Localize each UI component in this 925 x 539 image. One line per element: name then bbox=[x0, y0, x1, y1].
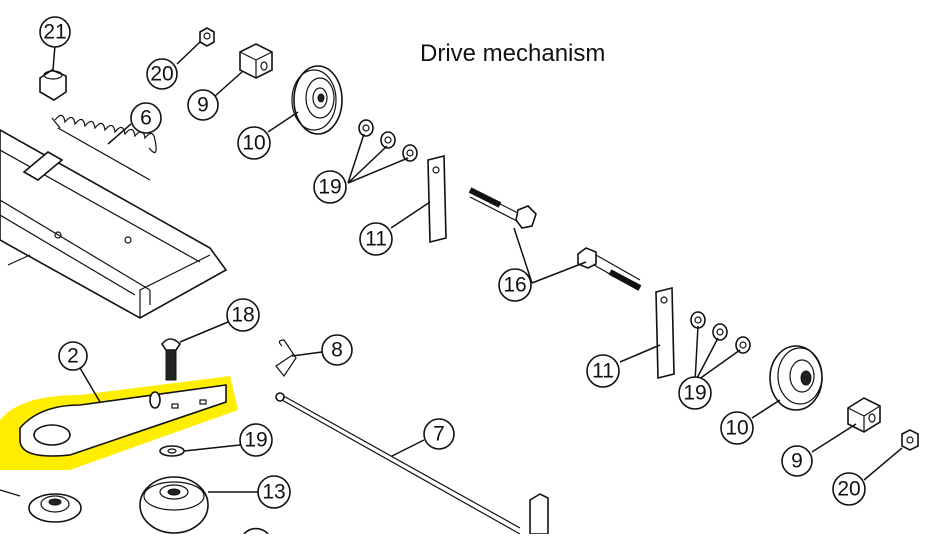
callout-19-lower: 19 bbox=[678, 376, 712, 410]
nut-part-21 bbox=[39, 69, 67, 101]
callout-9-top: 9 bbox=[187, 89, 219, 121]
arm-part-2-highlighted bbox=[0, 376, 238, 470]
nut-part-20-top bbox=[199, 27, 215, 47]
svg-text:19: 19 bbox=[244, 429, 267, 452]
svg-text:7: 7 bbox=[433, 423, 445, 446]
pulley-part-13 bbox=[139, 476, 209, 534]
callout-19-top: 19 bbox=[313, 170, 347, 204]
callout-10-lower: 10 bbox=[720, 411, 754, 445]
svg-text:10: 10 bbox=[242, 132, 265, 155]
callout-16: 16 bbox=[498, 268, 532, 302]
pulley-part-10-lower bbox=[769, 345, 823, 411]
svg-text:18: 18 bbox=[231, 304, 254, 327]
svg-text:6: 6 bbox=[140, 107, 152, 130]
rod-part-7 bbox=[275, 392, 549, 535]
leader-lines bbox=[52, 41, 903, 493]
svg-text:10: 10 bbox=[725, 417, 748, 440]
callout-7: 7 bbox=[423, 418, 455, 450]
callout-20-top: 20 bbox=[146, 58, 178, 90]
hairpin-part-8 bbox=[275, 339, 297, 378]
svg-text:20: 20 bbox=[837, 478, 860, 501]
callout-21: 21 bbox=[39, 16, 71, 48]
svg-text:9: 9 bbox=[791, 450, 803, 473]
svg-text:19: 19 bbox=[683, 382, 706, 405]
carriage-bolt-part-18 bbox=[161, 338, 182, 381]
svg-text:2: 2 bbox=[67, 345, 79, 368]
svg-text:9: 9 bbox=[197, 94, 209, 117]
svg-text:11: 11 bbox=[592, 360, 614, 383]
washer-part-19-left bbox=[159, 445, 185, 457]
spring-part-6 bbox=[51, 114, 157, 181]
callout-6: 6 bbox=[130, 102, 162, 134]
callout-18: 18 bbox=[226, 298, 260, 332]
callout-partial-bottom bbox=[243, 527, 269, 535]
callout-2: 2 bbox=[58, 341, 88, 371]
diagram-title: Drive mechanism bbox=[420, 40, 606, 67]
washers-part-19-lower bbox=[690, 311, 751, 354]
plate-part-11-top bbox=[427, 154, 447, 244]
callout-19-left: 19 bbox=[239, 423, 273, 457]
callout-20-lower: 20 bbox=[832, 472, 866, 506]
nut-part-20-lower bbox=[901, 429, 919, 451]
svg-text:8: 8 bbox=[331, 339, 343, 362]
svg-text:19: 19 bbox=[318, 176, 341, 199]
plate-part-11-lower bbox=[655, 286, 675, 380]
block-part-9-top bbox=[239, 43, 273, 79]
block-part-9-lower bbox=[847, 397, 881, 433]
frame-channel bbox=[0, 129, 228, 319]
callout-8: 8 bbox=[321, 334, 353, 366]
bolt-part-16-lower bbox=[577, 247, 642, 291]
svg-text:11: 11 bbox=[365, 228, 387, 251]
svg-text:16: 16 bbox=[503, 274, 526, 297]
callout-10-top: 10 bbox=[237, 126, 271, 160]
svg-text:13: 13 bbox=[262, 481, 285, 504]
pulley-part-10-top bbox=[291, 65, 343, 135]
svg-text:20: 20 bbox=[150, 63, 173, 86]
bolt-part-16-top bbox=[468, 187, 537, 229]
bushing-lower-left bbox=[0, 489, 82, 523]
callout-11-lower: 11 bbox=[586, 354, 620, 388]
callout-13: 13 bbox=[257, 475, 291, 509]
callout-11-top: 11 bbox=[359, 222, 393, 256]
washers-part-19-top bbox=[358, 119, 418, 162]
callout-9-lower: 9 bbox=[781, 445, 813, 477]
svg-text:21: 21 bbox=[43, 21, 66, 44]
